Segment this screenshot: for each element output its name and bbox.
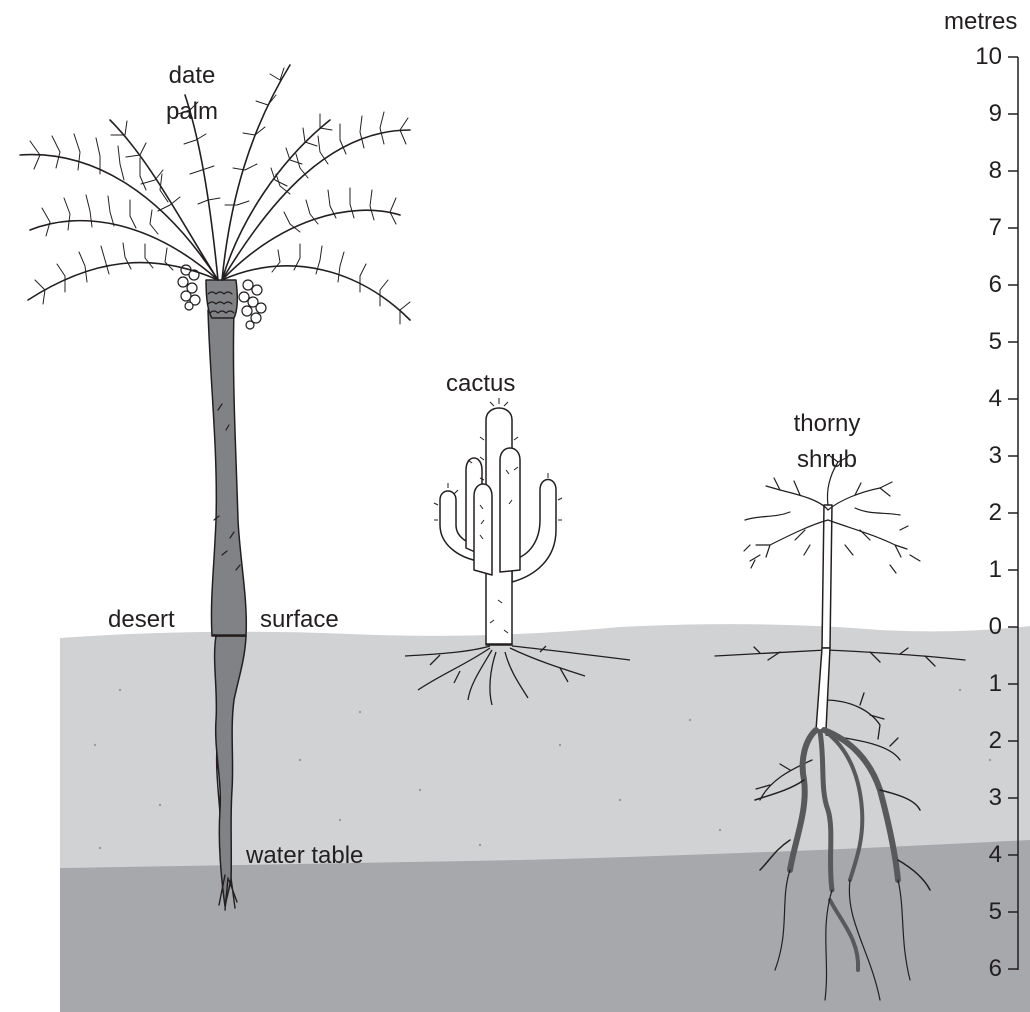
label-water-table: water table	[246, 842, 363, 870]
scale-tick-label: 4	[956, 843, 1002, 867]
scale-tick-label: 0	[956, 615, 1002, 639]
label-date-palm-line1: date	[164, 62, 220, 90]
scale-tick-label: 8	[956, 159, 1002, 183]
scale-tick-label: 10	[956, 45, 1002, 69]
scale-tick-label: 2	[956, 729, 1002, 753]
label-date-palm-line2: palm	[164, 98, 220, 126]
scale-tick-label: 2	[956, 501, 1002, 525]
scale-tick-label: 1	[956, 672, 1002, 696]
scale-tick-label: 3	[956, 444, 1002, 468]
label-cactus: cactus	[446, 370, 515, 398]
scale-tick-label: 3	[956, 786, 1002, 810]
label-desert: desert	[108, 606, 175, 634]
scale-tick-label: 6	[956, 273, 1002, 297]
shrub-stem	[822, 505, 832, 648]
label-thorny-shrub-line1: thorny	[782, 410, 872, 438]
scale-tick-label: 7	[956, 216, 1002, 240]
scale-tick-label: 9	[956, 102, 1002, 126]
scale-tick-label: 4	[956, 387, 1002, 411]
date-cluster-right	[239, 280, 266, 329]
water-saturated-layer	[60, 840, 1030, 1012]
scale-tick-label: 5	[956, 900, 1002, 924]
scale-tick-label: 6	[956, 957, 1002, 981]
label-thorny-shrub-line2: shrub	[782, 446, 872, 474]
label-surface: surface	[260, 606, 339, 634]
scale-unit-label: metres	[944, 8, 1017, 36]
scale-tick-label: 5	[956, 330, 1002, 354]
scale-tick-label: 1	[956, 558, 1002, 582]
palm-trunk	[208, 310, 246, 636]
